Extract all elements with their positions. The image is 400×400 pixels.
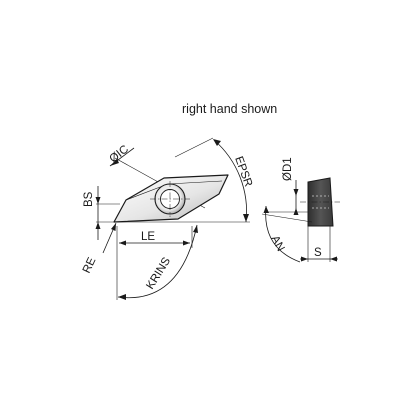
bs-label: BS [83,191,95,207]
bs-dimension [95,186,101,240]
re-label: RE [81,255,99,275]
orientation-note: right hand shown [182,102,277,116]
an-label: AN [268,234,286,254]
epsr-label: EPSR [232,155,254,189]
re-leader [102,222,117,254]
d1-label: ØD1 [282,157,294,181]
krins-dimension [117,224,198,300]
s-label: S [314,247,322,259]
ic-label: ØIC [107,143,131,165]
insert-side-view [265,177,340,262]
insert-top-view [96,137,250,300]
an-dimension [261,205,313,263]
d1-dimension [293,180,299,215]
le-label: LE [141,231,155,243]
ic-dimension [109,147,135,167]
s-dimension [300,256,338,262]
le-dimension [119,240,190,246]
epsr-dimension [213,139,249,223]
krins-label: KRINS [144,255,173,291]
